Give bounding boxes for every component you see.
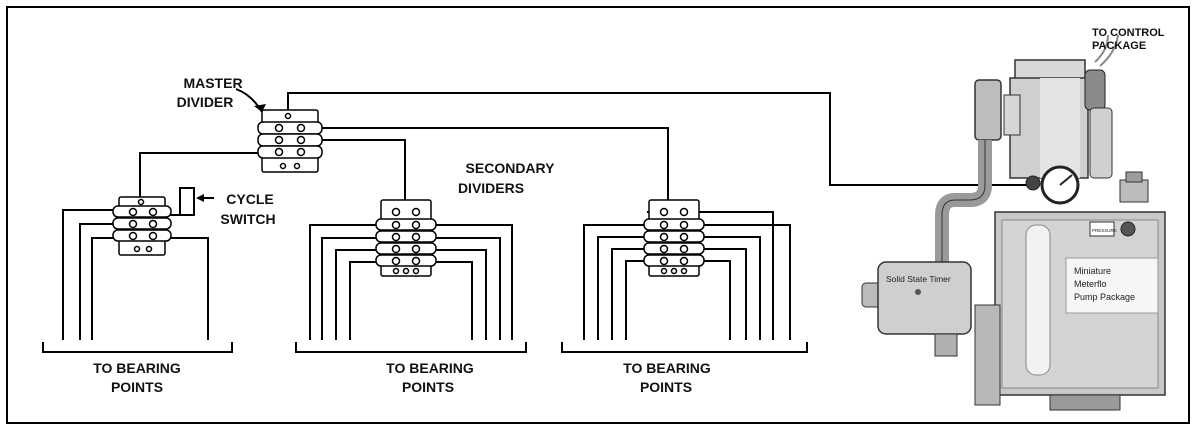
pump-label-3: Pump Package xyxy=(1074,292,1135,302)
bracket-2 xyxy=(295,342,527,353)
bearing-2-label-b: POINTS xyxy=(402,379,454,395)
divider-2-block xyxy=(375,199,437,277)
to-control-label-2: PACKAGE xyxy=(1092,40,1146,52)
pump-label-2: Meterflo xyxy=(1074,279,1107,289)
divider-1-block xyxy=(112,196,172,256)
arrow-left-icon xyxy=(196,194,204,202)
divider-3-block xyxy=(643,199,705,277)
bearing-1-label-b: POINTS xyxy=(111,379,163,395)
line-master-to-divider-1 xyxy=(139,152,260,198)
timer-label: Solid State Timer xyxy=(886,274,951,284)
pressure-badge-label: PRESSURE xyxy=(1092,228,1117,233)
cycle-switch-wire xyxy=(162,187,195,216)
pipe-lines xyxy=(42,88,1028,353)
pump-label-1: Miniature xyxy=(1074,266,1111,276)
line-master-to-pump xyxy=(287,92,1028,186)
master-divider-label-2: DIVIDER xyxy=(177,94,234,110)
bearing-3-label-a: TO BEARING xyxy=(623,360,711,376)
secondary-label-1: SECONDARY xyxy=(466,160,556,176)
line-master-to-secondary-2 xyxy=(318,139,406,200)
cycle-switch-label-1: CYCLE xyxy=(226,191,273,207)
to-control-label-1: TO CONTROL xyxy=(1092,27,1165,39)
bearing-3-label-b: POINTS xyxy=(640,379,692,395)
cycle-switch-label-2: SWITCH xyxy=(220,211,275,227)
master-divider-label-1: MASTER xyxy=(183,75,242,91)
bracket-3 xyxy=(561,342,808,353)
master-divider-block xyxy=(257,109,323,173)
secondary-label-2: DIVIDERS xyxy=(458,180,524,196)
line-master-to-secondary-3 xyxy=(318,127,669,200)
pump-package xyxy=(861,34,1166,411)
bearing-2-label-a: TO BEARING xyxy=(386,360,474,376)
bracket-1 xyxy=(42,342,233,353)
bearing-1-label-a: TO BEARING xyxy=(93,360,181,376)
